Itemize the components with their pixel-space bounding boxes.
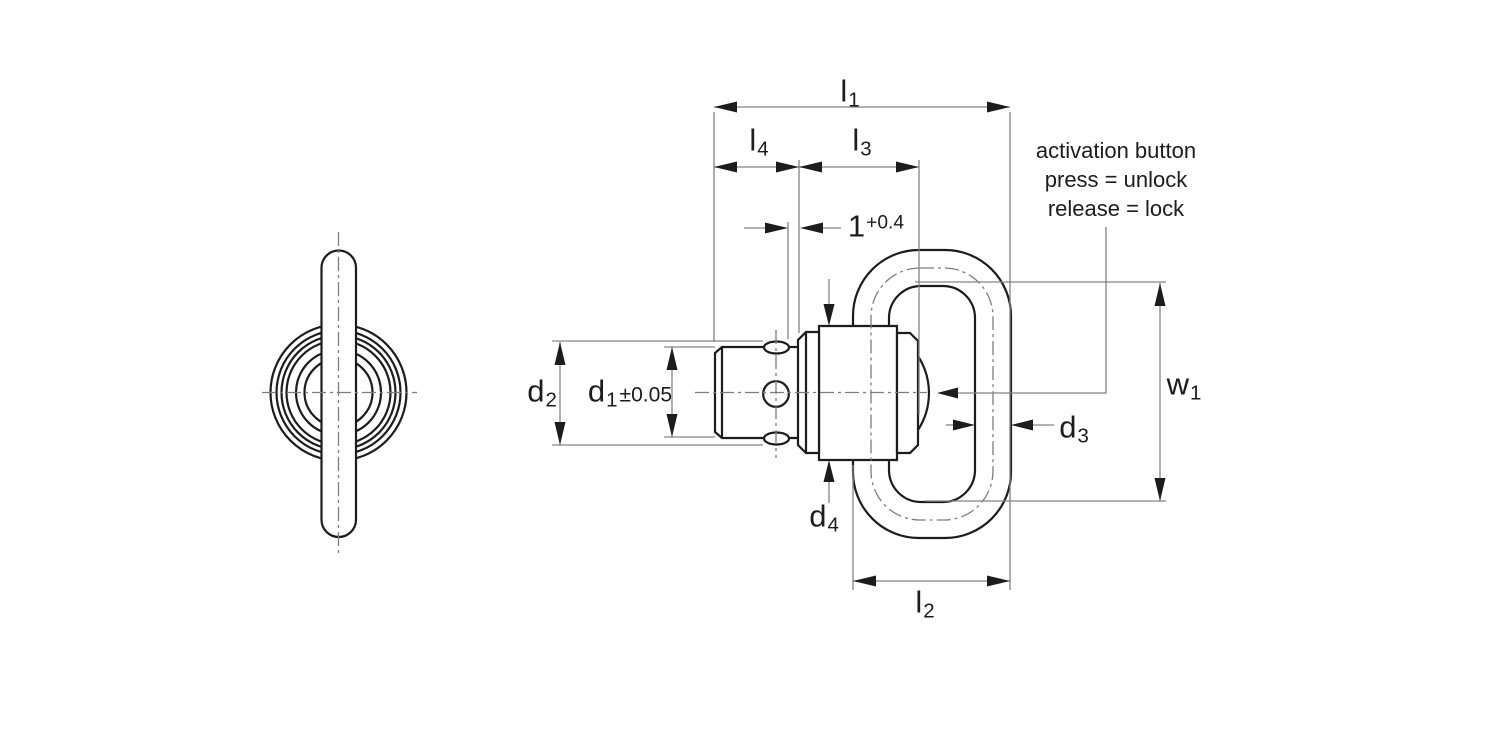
arrow-groove-left (800, 222, 823, 234)
dim-label-w1-base: w (1166, 366, 1190, 402)
dim-label-l4-base: l (749, 122, 757, 158)
arrow-l2-right (987, 575, 1010, 587)
dim-label-l2-sub: 2 (923, 599, 935, 623)
annotation-line-3: release = lock (1047, 196, 1185, 221)
arrow-d3-right (953, 419, 975, 431)
arrow-w1-up (1154, 283, 1166, 306)
arrow-l3-right (896, 161, 919, 173)
arrow-d3-left (1011, 419, 1033, 431)
dim-label-d1-base: d (587, 373, 606, 409)
dim-label-d2-base: d (527, 373, 545, 409)
ring-tube-centerline (870, 267, 994, 521)
dim-label-l4-sub: 4 (757, 137, 769, 161)
arrow-l3-left (799, 161, 822, 173)
leader-activation-button (958, 227, 1107, 394)
side-view-body (713, 324, 931, 462)
arrow-groove-right (765, 222, 788, 234)
annotation-line-2: press = unlock (1044, 167, 1188, 192)
centerlines (262, 232, 994, 556)
dim-label-d3-base: d (1059, 409, 1077, 445)
dim-label-groove: 1+0.4 (848, 211, 904, 242)
dim-label-d2-sub: 2 (545, 388, 557, 412)
arrow-w1-down (1154, 478, 1166, 501)
side-view-ring (851, 248, 1013, 540)
dim-label-w1-sub: 1 (1190, 381, 1202, 405)
arrow-l4-left (714, 161, 737, 173)
arrow-l1-right (987, 101, 1010, 113)
dim-label-d4-base: d (809, 498, 827, 534)
dim-label-d1-sub: 1 (606, 388, 618, 412)
arrow-d2-up (554, 342, 566, 365)
dim-label-l3-base: l (852, 122, 860, 158)
arrow-d2-down (554, 422, 566, 445)
dim-label-groove-base: 1 (847, 208, 866, 244)
dim-label-d3-sub: 3 (1077, 424, 1089, 448)
dim-label-l2-base: l (915, 584, 923, 620)
arrow-d4-down (823, 304, 835, 326)
arrow-d4-up (823, 460, 835, 482)
activation-button-annotation: activation button press = unlock release… (1036, 136, 1196, 223)
arrow-l4-right (776, 161, 799, 173)
annotation-line-1: activation button (1035, 138, 1197, 163)
dim-label-d1-tolerance: ±0.05 (619, 383, 673, 407)
dimension-extension-lines (552, 112, 1166, 590)
dim-label-l3-sub: 3 (860, 137, 872, 161)
arrow-leader-button (937, 387, 958, 399)
dim-label-l1-sub: 1 (848, 88, 860, 112)
dim-label-d4-sub: 4 (827, 513, 839, 537)
arrow-l2-left (853, 575, 876, 587)
arrow-d1-down (666, 414, 678, 437)
arrow-l1-left (714, 101, 737, 113)
dim-label-groove-sup: +0.4 (866, 212, 905, 234)
dim-label-l1-base: l (840, 73, 848, 109)
arrow-d1-up (666, 347, 678, 370)
dimension-arrowheads (554, 101, 1166, 587)
